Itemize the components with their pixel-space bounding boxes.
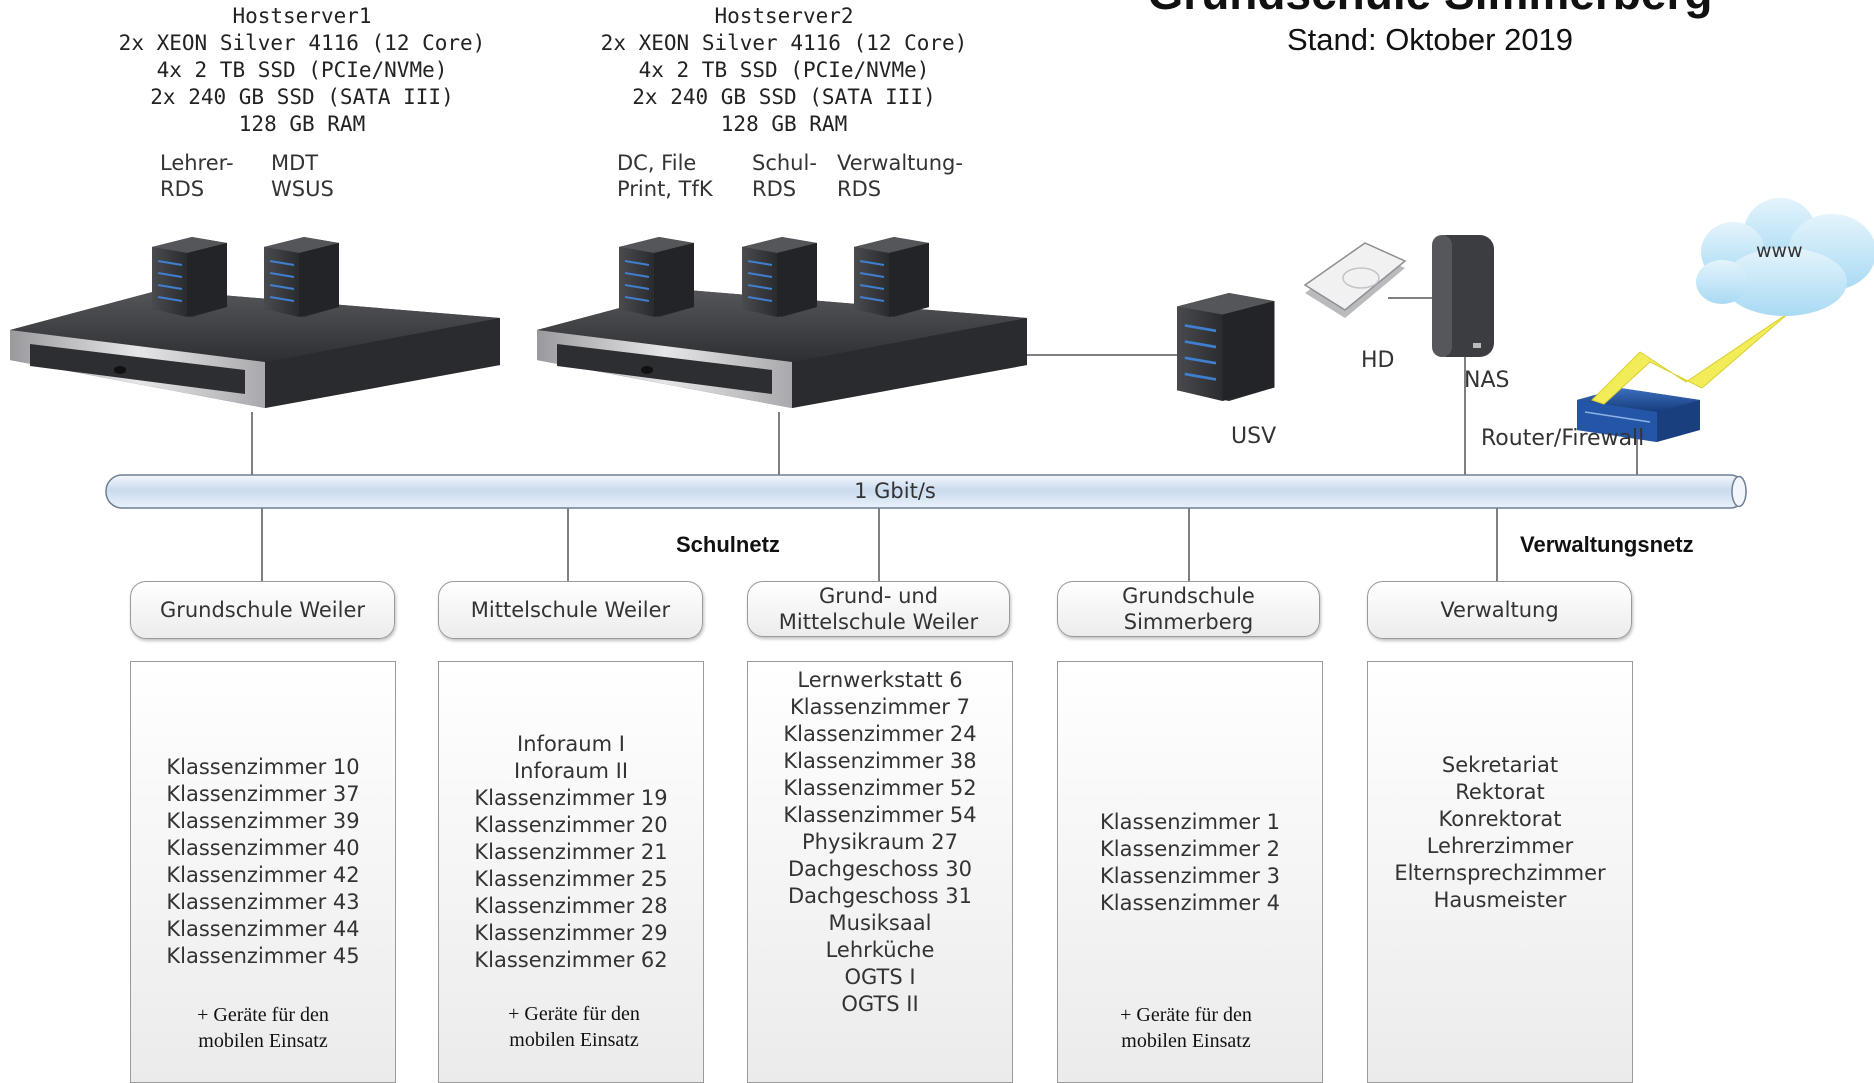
- site-grundschule-simmerberg: Grundschule Simmerberg: [1057, 581, 1320, 637]
- hostserver2-sata: 2x 240 GB SSD (SATA III): [632, 85, 936, 109]
- room-item: Klassenzimmer 20: [474, 812, 668, 837]
- nas-icon: [1432, 235, 1494, 357]
- hostserver2-name: Hostserver2: [714, 4, 854, 28]
- hd-icon: [1303, 242, 1407, 318]
- connector-lines: [251, 297, 1638, 582]
- room-item: Hausmeister: [1433, 888, 1567, 912]
- room-item: Klassenzimmer 7: [790, 694, 970, 719]
- room-item: Klassenzimmer 45: [166, 944, 360, 968]
- hostserver2-ram: 128 GB RAM: [720, 112, 848, 136]
- room-item: Klassenzimmer 2: [1100, 837, 1280, 861]
- nas-label: NAS: [1464, 368, 1510, 393]
- hostserver1-nvme: 4x 2 TB SSD (PCIe/NVMe): [156, 58, 448, 82]
- room-item: Lernwerkstatt 6: [797, 667, 963, 692]
- site-grund-und-mittelschule-weiler: Grund- und Mittelschule Weiler: [747, 581, 1010, 637]
- site-verwaltung: Verwaltung: [1367, 581, 1632, 639]
- room-item: Inforaum II: [513, 758, 629, 783]
- room-item: Klassenzimmer 28: [474, 893, 668, 918]
- vm-icon-lehrer-rds: [151, 236, 228, 318]
- room-item: Inforaum I: [517, 731, 625, 756]
- schulnetz-label: Schulnetz: [676, 532, 780, 557]
- router-firewall-label: Router/Firewall: [1481, 426, 1645, 451]
- vm-icon-mdt-wsus: [263, 236, 340, 318]
- room-item: Klassenzimmer 37: [166, 782, 360, 806]
- room-item: Elternsprechzimmer: [1394, 861, 1606, 885]
- date-stamp: Stand: Oktober 2019: [1286, 22, 1574, 57]
- room-item: Klassenzimmer 62: [474, 947, 668, 972]
- vm-icon-dc-file-print: [618, 236, 695, 318]
- room-item: Klassenzimmer 3: [1100, 864, 1280, 888]
- room-item: Dachgeschoss 31: [787, 883, 973, 908]
- room-item: Klassenzimmer 44: [166, 917, 360, 941]
- room-list: Klassenzimmer 10 Klassenzimmer 37 Klassenz…: [166, 754, 359, 970]
- room-item: Klassenzimmer 1: [1100, 810, 1280, 834]
- page-title: Grundschule Simmerberg: [1120, 0, 1740, 20]
- room-item: Sekretariat: [1441, 753, 1559, 777]
- vm-label-verwaltung-rds: Verwaltung-RDS: [837, 151, 963, 201]
- room-item: Klassenzimmer 43: [166, 890, 360, 914]
- room-item: Lehrerzimmer: [1426, 834, 1574, 858]
- room-item: Klassenzimmer 52: [783, 775, 977, 800]
- hostserver1-name: Hostserver1: [232, 4, 372, 28]
- hostserver2-specs: Hostserver2 2x XEON Silver 4116 (12 Core…: [584, 3, 984, 138]
- room-item: Klassenzimmer 4: [1100, 891, 1280, 915]
- network-bus: [105, 474, 1747, 509]
- room-item: Klassenzimmer 10: [166, 755, 360, 779]
- bus-speed-label: 1 Gbit/s: [854, 479, 936, 503]
- room-item: OGTS I: [844, 964, 916, 989]
- room-item: Lehrküche: [825, 937, 935, 962]
- verwaltungsnetz-label: Verwaltungsnetz: [1520, 532, 1694, 557]
- vm-label-schul-rds: Schul-RDS: [752, 151, 817, 201]
- lightning-bolt-icon: [1591, 311, 1791, 405]
- rooms-grundschule-simmerberg: Klassenzimmer 1 Klassenzimmer 2 Klassenzim…: [1057, 661, 1323, 1083]
- room-item: Klassenzimmer 54: [783, 802, 977, 827]
- room-list: Klassenzimmer 1 Klassenzimmer 2 Klassenzim…: [1100, 809, 1280, 917]
- usv-label: USV: [1231, 424, 1277, 449]
- hostserver2-nvme: 4x 2 TB SSD (PCIe/NVMe): [638, 58, 930, 82]
- room-item: Klassenzimmer 19: [474, 785, 668, 810]
- vm-icon-schul-rds: [741, 236, 818, 318]
- room-item: Klassenzimmer 42: [166, 863, 360, 887]
- vm-icon-verwaltung-rds: [853, 236, 930, 318]
- cloud-icon: [1696, 198, 1874, 316]
- room-item: Klassenzimmer 39: [166, 809, 360, 833]
- hostserver2-cpu: 2x XEON Silver 4116 (12 Core): [600, 31, 968, 55]
- room-item: Musiksaal: [828, 910, 932, 935]
- room-item: Klassenzimmer 25: [474, 866, 668, 891]
- hd-label: HD: [1361, 348, 1395, 373]
- room-item: Konrektorat: [1438, 807, 1562, 831]
- hostserver1-specs: Hostserver1 2x XEON Silver 4116 (12 Core…: [102, 3, 502, 138]
- usv-icon: [1175, 291, 1276, 403]
- site-mittelschule-weiler: Mittelschule Weiler: [438, 581, 703, 639]
- room-item: Klassenzimmer 40: [166, 836, 360, 860]
- hostserver1-sata: 2x 240 GB SSD (SATA III): [150, 85, 454, 109]
- room-item: Dachgeschoss 30: [787, 856, 973, 881]
- room-item: Klassenzimmer 29: [474, 920, 668, 945]
- room-item: Klassenzimmer 21: [474, 839, 668, 864]
- room-item: OGTS II: [841, 991, 919, 1016]
- hostserver1-cpu: 2x XEON Silver 4116 (12 Core): [118, 31, 486, 55]
- room-item: Rektorat: [1455, 780, 1545, 804]
- room-item: Klassenzimmer 24: [783, 721, 977, 746]
- room-item: Physikraum 27: [801, 829, 958, 854]
- room-item: Klassenzimmer 38: [783, 748, 977, 773]
- hostserver1-icon: [10, 290, 500, 408]
- site-grundschule-weiler: Grundschule Weiler: [130, 581, 395, 639]
- rooms-grundschule-weiler: Klassenzimmer 10 Klassenzimmer 37 Klassenz…: [130, 661, 396, 1083]
- hostserver1-ram: 128 GB RAM: [238, 112, 366, 136]
- vm-label-lehrer-rds: Lehrer-RDS: [160, 151, 234, 201]
- cloud-label: www: [1756, 240, 1803, 262]
